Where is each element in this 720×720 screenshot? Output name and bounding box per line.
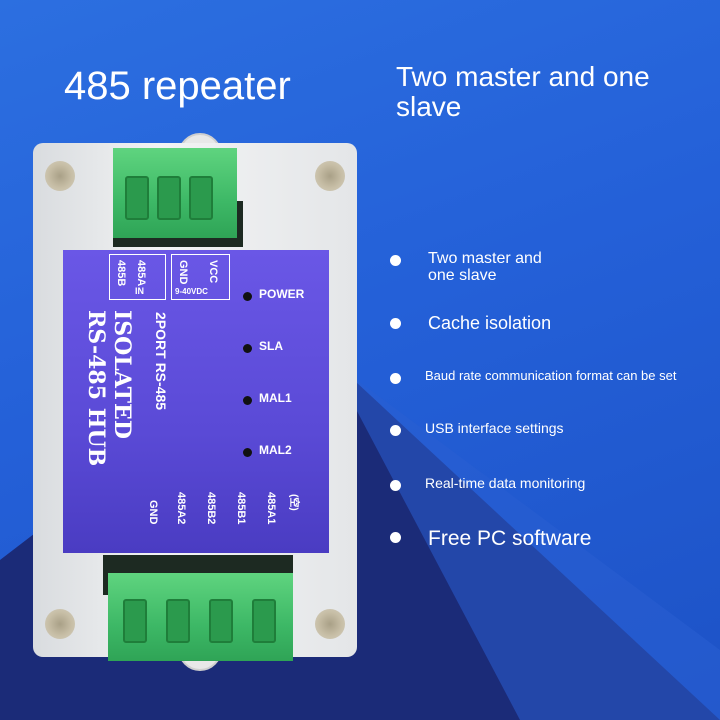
label-485b: 485B: [115, 260, 127, 287]
feature-item: USB interface settings: [390, 420, 564, 436]
bullet-icon: [390, 255, 401, 266]
label-empty: (空): [288, 494, 299, 511]
label-gnd-top: GND: [177, 260, 189, 285]
bullet-icon: [390, 373, 401, 384]
feature-item: Two master and one slave: [390, 250, 558, 284]
page-title: 485 repeater: [64, 64, 291, 108]
label-485b2: 485B2: [205, 492, 217, 525]
product-ports: 2PORT RS-485: [153, 312, 169, 411]
device-label-panel: 485B 485A IN GND VCC 9-40VDC ISOLATED RS…: [63, 250, 329, 553]
bullet-icon: [390, 425, 401, 436]
feature-item: Free PC software: [390, 527, 591, 551]
label-485a1: 485A1: [265, 492, 277, 525]
label-vcc: VCC: [207, 260, 219, 284]
page-subtitle: Two master and one slave: [396, 61, 650, 122]
bullet-icon: [390, 318, 401, 329]
indicator-sla: SLA: [259, 339, 283, 353]
label-485a: 485A: [135, 260, 147, 287]
led-mal1: [243, 396, 252, 405]
indicator-mal2: MAL2: [259, 443, 292, 457]
feature-item: Cache isolation: [390, 313, 551, 334]
led-mal2: [243, 448, 252, 457]
top-terminal-block: [113, 148, 237, 238]
mounting-hole: [45, 609, 75, 639]
bullet-icon: [390, 480, 401, 491]
mounting-hole: [315, 609, 345, 639]
product-name-line2: RS-485 HUB: [83, 310, 109, 467]
led-power: [243, 292, 252, 301]
label-voltage: 9-40VDC: [175, 287, 208, 296]
feature-item: Baud rate communication format can be se…: [390, 368, 676, 384]
label-gnd-bottom: GND: [147, 500, 159, 525]
mounting-hole: [45, 161, 75, 191]
led-sla: [243, 344, 252, 353]
bottom-terminal-block: [108, 573, 293, 661]
bullet-icon: [390, 532, 401, 543]
label-in: IN: [135, 286, 144, 296]
label-485a2: 485A2: [175, 492, 187, 525]
device-image: 485B 485A IN GND VCC 9-40VDC ISOLATED RS…: [33, 133, 357, 671]
mounting-hole: [315, 161, 345, 191]
product-name-line1: ISOLATED: [109, 310, 135, 439]
feature-item: Real-time data monitoring: [390, 475, 585, 491]
label-485b1: 485B1: [235, 492, 247, 525]
indicator-power: POWER: [259, 287, 305, 301]
indicator-mal1: MAL1: [259, 391, 292, 405]
